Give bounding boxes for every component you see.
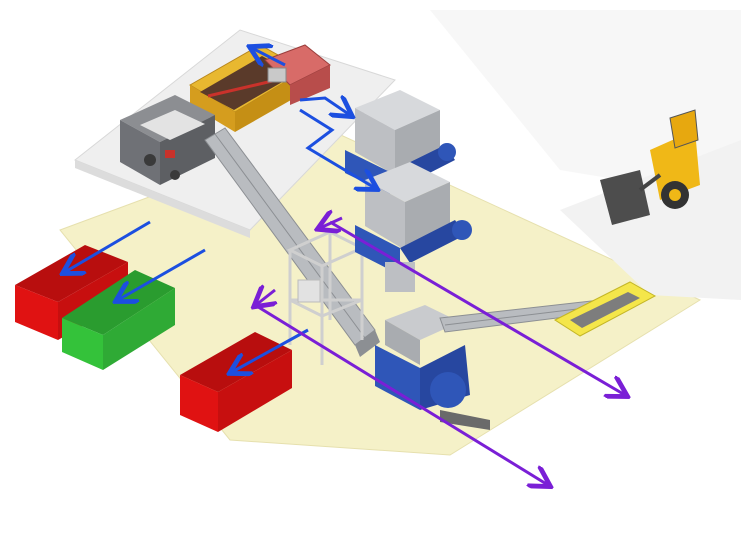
flow-arrow [299, 98, 350, 115]
flow-arrow [65, 220, 151, 272]
flow-arrow [254, 303, 548, 485]
flow-arrow [299, 108, 375, 188]
inclined-conveyor [204, 127, 380, 357]
pit-feeder [553, 281, 657, 337]
wheel-loader [600, 109, 700, 225]
material-flow-arrows [65, 48, 375, 372]
raised-platform-edge [75, 160, 250, 238]
flow-arrow [252, 48, 286, 65]
flow-arrow [118, 248, 206, 300]
granulator [375, 305, 490, 430]
primary-sorter [120, 95, 215, 185]
flow-arrow [256, 290, 275, 305]
output-flow-arrows [255, 218, 625, 485]
flow-arrow [329, 220, 625, 395]
flow-arrow [232, 328, 309, 372]
support-frame [286, 230, 366, 365]
